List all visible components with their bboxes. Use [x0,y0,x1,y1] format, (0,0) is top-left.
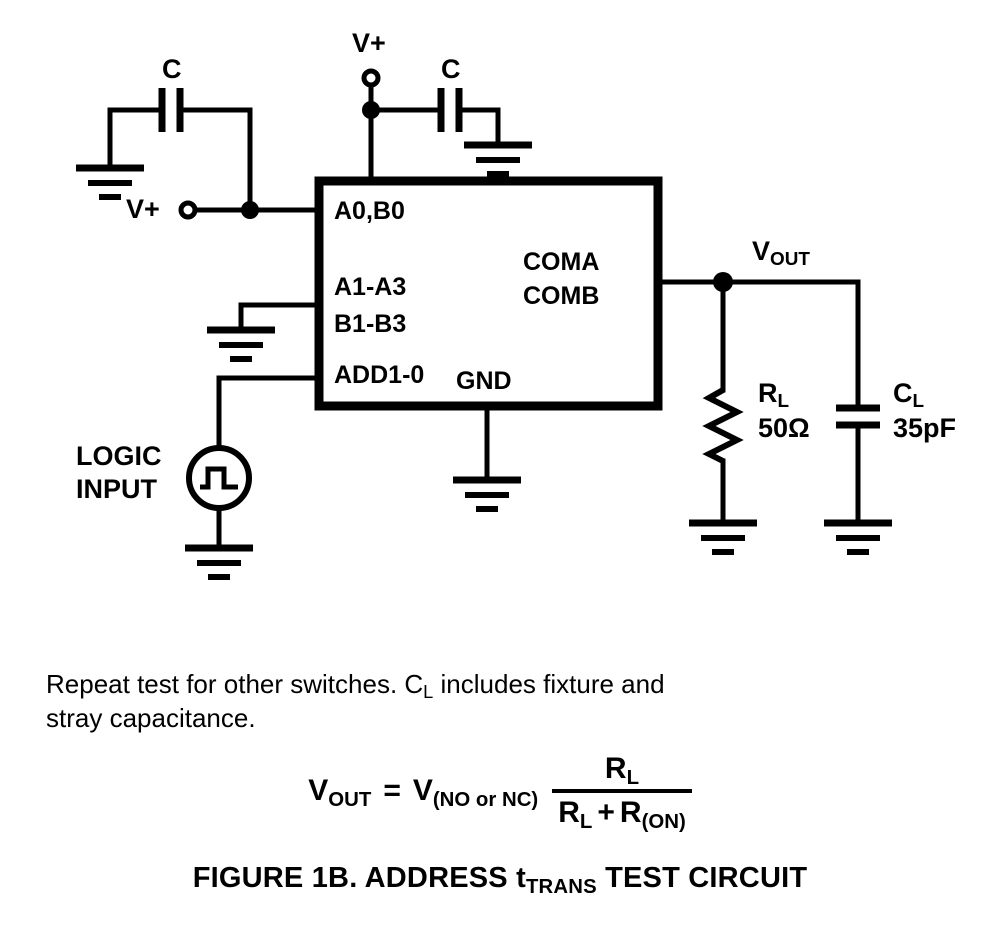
equation-equals: = [383,774,401,807]
equation-rhs-v: V(NO or NC) [412,774,539,812]
pin-label-b1-b3: B1-B3 [334,310,407,338]
equation-lhs-sub: OUT [328,789,372,812]
equation-numerator: RL [595,752,649,789]
equation-numerator-main: R [604,752,627,785]
cl-label-sub: L [912,391,925,413]
ic-block [314,176,663,411]
caption-suffix: TEST CIRCUIT [596,862,808,894]
resistor-rl-symbol [702,387,744,464]
rl-label-sub: L [777,391,790,413]
logic-input-label-line1: LOGIC [76,441,162,471]
vout-equation: VOUT = V(NO or NC) RL RL+R(ON) [0,752,1000,834]
supply-label-top: V+ [352,28,386,58]
equation-fraction-bar [552,789,692,793]
note-text-line2: capacitance. [109,702,256,733]
wire-add1-0-to-source [216,375,322,451]
equation-denominator-plus: + [597,796,615,829]
pin-label-add1-0: ADD1-0 [334,361,425,389]
equation-lhs-main: V [308,774,329,807]
supply-label-left: V+ [126,194,160,224]
capacitor-left-label: C [162,54,182,84]
pin-label-coma: COMA [523,248,600,276]
logic-input-label-line2: INPUT [76,474,157,504]
note-text-sub: L [423,682,434,703]
note-text-a: Repeat test for other switches. C [46,669,424,699]
wire-cap-left-to-node [177,107,253,213]
caption-subscript: TRANS [525,876,597,899]
pin-label-a1-a3: A1-A3 [334,273,407,301]
rl-value: 50Ω [758,413,810,443]
note-text-b: includes fixture and stray [46,669,665,733]
rl-label: RL [758,378,789,412]
equation-denominator-r2: R [619,796,642,829]
cl-label-main: C [893,378,913,408]
wire-cap-top-to-ground [456,107,501,148]
vout-label-sub: OUT [770,249,810,271]
equation-denominator-r2-sub: (ON) [641,811,686,834]
capacitor-top-label: C [441,54,461,84]
equation-lhs: VOUT [308,774,372,812]
vout-label: VOUT [752,236,810,270]
pin-label-a0b0: A0,B0 [334,197,405,225]
wire-a1a3-b1b3-to-ground [238,302,322,333]
pin-label-gnd: GND [456,367,512,395]
equation-denominator: RL+R(ON) [552,793,692,834]
pulse-waveform-icon [200,466,238,490]
caption-prefix: FIGURE 1B. ADDRESS t [192,862,526,894]
figure-note: Repeat test for other switches. CL inclu… [46,668,686,736]
equation-fraction: RL RL+R(ON) [552,752,692,834]
figure-caption: FIGURE 1B. ADDRESS tTRANS TEST CIRCUIT [0,862,1000,899]
cl-label: CL [893,378,924,412]
wire-cap-left-to-ground [107,107,165,171]
junction-dot-v-plus-left [241,201,259,219]
rl-label-main: R [758,378,778,408]
vout-label-main: V [752,236,771,266]
equation-rhs-sub: (NO or NC) [432,789,539,812]
equation-denominator-r1: R [558,796,580,829]
terminal-v-plus-left[interactable] [178,200,198,220]
equation-rhs-main: V [412,774,433,807]
pin-label-comb: COMB [523,282,600,310]
logic-input-source-symbol [186,445,252,511]
cl-value: 35pF [893,413,957,443]
equation-numerator-sub: L [626,767,640,790]
terminal-v-plus-top[interactable] [361,68,381,88]
equation-denominator-r1-sub: L [579,811,593,834]
